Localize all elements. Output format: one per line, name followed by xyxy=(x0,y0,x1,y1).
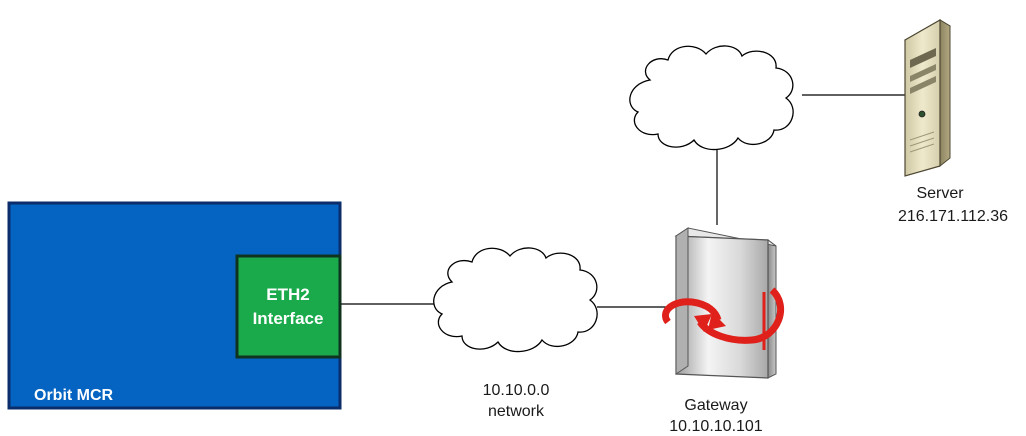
device-label: Orbit MCR xyxy=(34,387,114,404)
server-tower-icon xyxy=(903,18,951,177)
server: Server 216.171.112.36 xyxy=(898,18,1008,225)
network-label-line1: 10.10.0.0 xyxy=(483,382,550,399)
internet-cloud xyxy=(629,45,794,151)
server-label: Server xyxy=(916,185,964,202)
gateway-ip: 10.10.10.101 xyxy=(669,418,763,435)
interface-box xyxy=(235,254,342,359)
cloud-icon xyxy=(629,45,794,151)
connection-lines xyxy=(340,94,905,308)
interface-label-line2: Interface xyxy=(253,309,324,328)
gateway-label: Gateway xyxy=(684,397,747,414)
local-network-cloud: 10.10.0.0 network xyxy=(433,247,598,420)
server-ip: 216.171.112.36 xyxy=(898,208,1008,225)
orbit-mcr-device: Orbit MCR ETH2 Interface xyxy=(7,201,342,410)
network-label-line2: network xyxy=(488,403,545,420)
interface-label-line1: ETH2 xyxy=(266,285,309,304)
eth2-interface: ETH2 Interface xyxy=(235,254,342,359)
gateway-router: Gateway 10.10.10.101 xyxy=(662,227,785,435)
cloud-icon xyxy=(433,247,598,353)
gateway-router-icon xyxy=(662,227,785,379)
